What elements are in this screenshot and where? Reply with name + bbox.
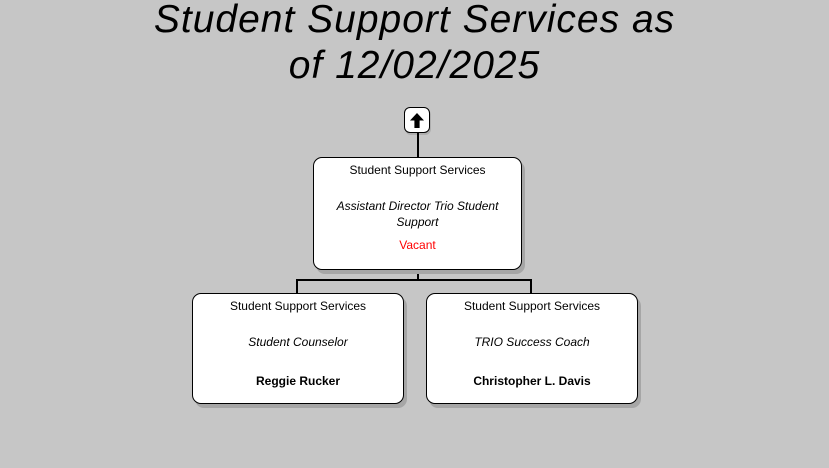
connector-drop-right xyxy=(530,279,532,294)
node-department: Student Support Services xyxy=(463,299,601,313)
node-job-title: Student Counselor xyxy=(248,335,348,349)
org-node-student-counselor[interactable]: Student Support Services Student Counsel… xyxy=(192,293,404,404)
page-title-line2: of 12/02/2025 xyxy=(288,44,541,87)
node-job-title: TRIO Success Coach xyxy=(474,335,590,349)
connector-drop-left xyxy=(296,279,298,294)
node-job-title: Assistant Director Trio Student Support xyxy=(336,199,499,229)
up-arrow-icon xyxy=(410,112,424,128)
node-department: Student Support Services xyxy=(229,299,367,313)
connector-root-down xyxy=(417,267,419,281)
node-person: Reggie Rucker xyxy=(255,374,341,388)
page-title-line1: Student Support Services as xyxy=(153,0,676,41)
node-department: Student Support Services xyxy=(349,163,486,177)
navigate-up-button[interactable] xyxy=(404,107,430,133)
org-node-root[interactable]: Student Support Services Assistant Direc… xyxy=(313,157,522,270)
node-person: Vacant xyxy=(399,238,436,252)
connector-button-to-root xyxy=(417,132,419,158)
org-node-trio-success-coach[interactable]: Student Support Services TRIO Success Co… xyxy=(426,293,638,404)
connector-horizontal xyxy=(296,279,532,281)
node-person: Christopher L. Davis xyxy=(473,374,591,388)
page-title: Student Support Services as of 12/02/202… xyxy=(0,0,829,89)
